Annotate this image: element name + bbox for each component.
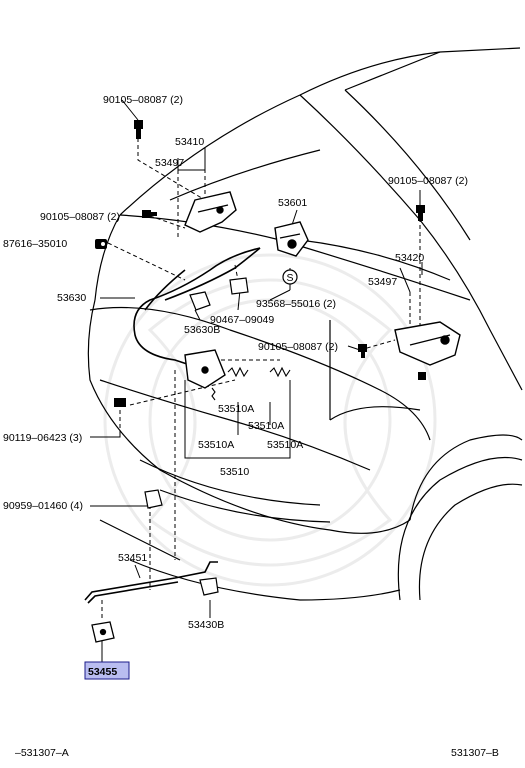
part-holder-53455 — [91, 621, 115, 643]
svg-text:S: S — [286, 272, 293, 284]
part-hood-lock-53601 — [274, 221, 309, 257]
label-93568-55016[interactable]: 93568–55016 (2) — [256, 298, 336, 310]
part-spring-53510A — [211, 366, 291, 401]
part-bolt-hinge-right — [418, 372, 426, 380]
label-53455[interactable]: 53455 — [88, 666, 117, 678]
label-53510A-3[interactable]: 53510A — [198, 439, 234, 451]
part-hood-hinge-left — [184, 191, 237, 233]
part-clip-53630B — [189, 291, 211, 311]
part-bolt-right — [416, 205, 425, 221]
part-clip-90467 — [229, 277, 249, 295]
label-90105-08087-left[interactable]: 90105–08087 (2) — [40, 211, 120, 223]
label-90467-09049[interactable]: 90467–09049 — [210, 314, 274, 326]
part-support-rod-53451 — [84, 561, 218, 604]
label-53420[interactable]: 53420 — [395, 252, 424, 264]
part-number-labels: 90105–08087 (2) 53410 53497 90105–08087 … — [3, 94, 468, 678]
part-bolt-left — [142, 210, 157, 218]
label-90119-06423[interactable]: 90119–06423 (3) — [3, 432, 82, 444]
label-90105-08087-top[interactable]: 90105–08087 (2) — [103, 94, 183, 106]
part-clip-87616 — [95, 239, 107, 249]
leader-lines-solid — [90, 99, 423, 662]
part-hood-latch — [184, 349, 226, 389]
label-53410[interactable]: 53410 — [175, 136, 204, 148]
label-53430B[interactable]: 53430B — [188, 619, 224, 631]
part-s-marker: S — [282, 269, 298, 285]
label-53497-right[interactable]: 53497 — [368, 276, 397, 288]
part-grommet-53430B — [199, 577, 219, 596]
label-53630B[interactable]: 53630B — [184, 324, 220, 336]
part-bolt-90119 — [114, 398, 126, 407]
part-hood-hinge-right — [394, 321, 461, 366]
release-cable — [133, 247, 261, 366]
label-53510A-2[interactable]: 53510A — [248, 420, 284, 432]
part-bolt-top — [134, 120, 143, 139]
label-53510[interactable]: 53510 — [220, 466, 249, 478]
highlight-box-53455[interactable] — [84, 661, 130, 680]
label-53630[interactable]: 53630 — [57, 292, 86, 304]
label-53497-left[interactable]: 53497 — [155, 157, 184, 169]
label-53510A-4[interactable]: 53510A — [267, 439, 303, 451]
label-53451[interactable]: 53451 — [118, 552, 147, 564]
footer-code-left: –531307–A — [15, 747, 69, 759]
label-90105-08087-right[interactable]: 90105–08087 (2) — [388, 175, 468, 187]
label-90105-08087-mid[interactable]: 90105–08087 (2) — [258, 341, 338, 353]
label-90959-01460[interactable]: 90959–01460 (4) — [3, 500, 83, 512]
label-53601[interactable]: 53601 — [278, 197, 307, 209]
part-bolt-mid — [358, 344, 367, 358]
label-53510A-1[interactable]: 53510A — [218, 403, 254, 415]
label-87616-35010[interactable]: 87616–35010 — [3, 238, 67, 250]
part-clip-90959 — [144, 489, 163, 509]
footer-code-right: 531307–B — [451, 747, 499, 759]
